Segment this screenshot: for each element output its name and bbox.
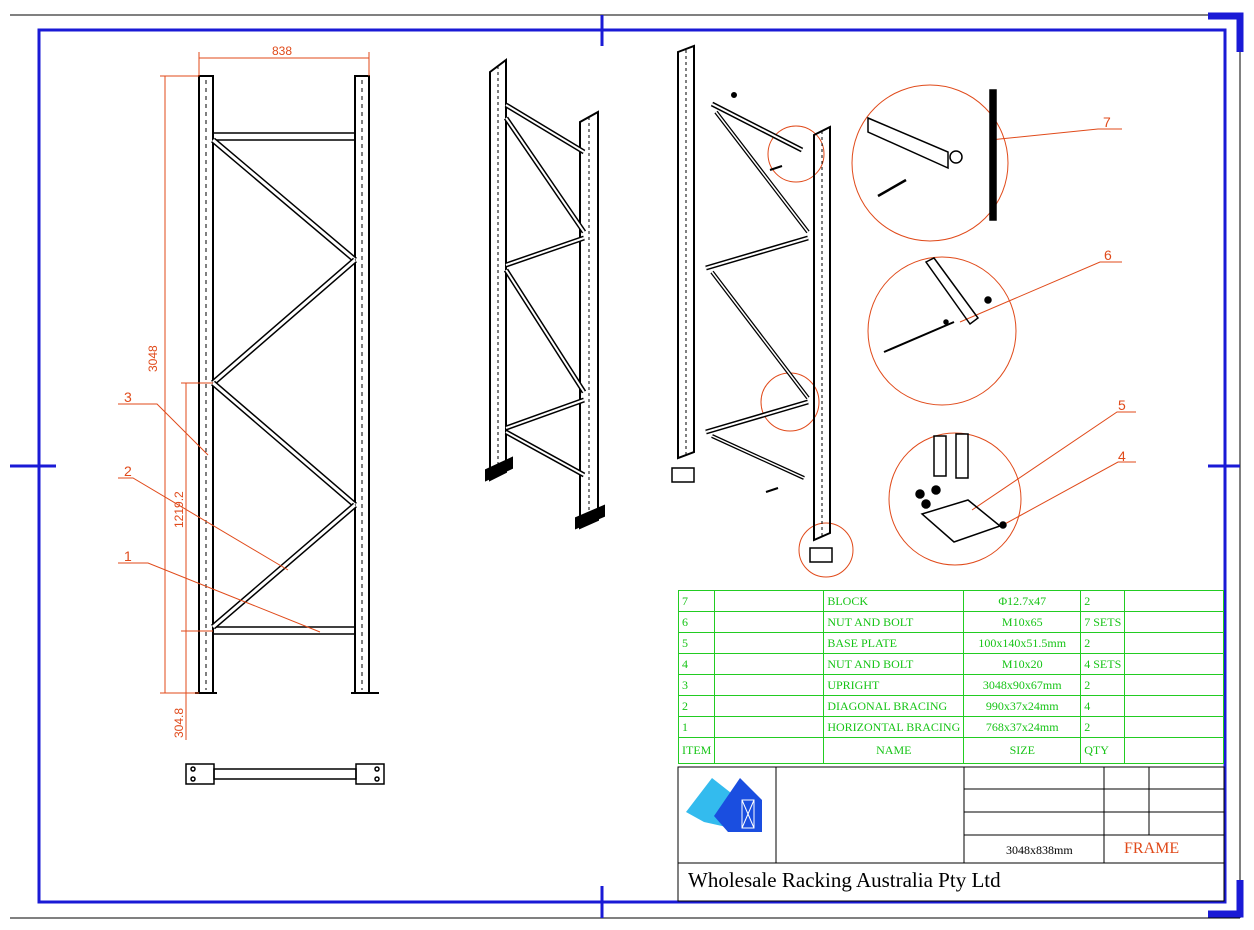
detail-block	[867, 89, 997, 221]
top-view	[185, 763, 385, 785]
company-name: Wholesale Racking Australia Pty Ltd	[688, 868, 1001, 892]
dim-width: 838	[272, 44, 293, 58]
detail-base-plate	[915, 433, 1007, 543]
callout-5: 5	[1118, 397, 1126, 413]
callout-7: 7	[1103, 114, 1111, 130]
drawing-size: 3048x838mm	[1006, 843, 1073, 857]
dim-bottom-offset: 304.8	[172, 707, 186, 738]
callout-4: 4	[1118, 448, 1126, 464]
callout-3: 3	[124, 389, 132, 405]
dim-beam-spacing: 1219.2	[172, 491, 186, 528]
detail-nut-bolt	[883, 257, 992, 353]
front-elevation-view	[195, 75, 379, 694]
drawing-border	[37, 28, 1227, 904]
callout-6: 6	[1104, 247, 1112, 263]
company-logo	[686, 778, 762, 832]
title-block	[677, 766, 1225, 902]
drawing-title: FRAME	[1124, 840, 1180, 857]
assembled-isometric-view	[485, 58, 605, 530]
dimension-lines	[118, 52, 1136, 740]
callout-2: 2	[124, 463, 132, 479]
callout-1: 1	[124, 548, 132, 564]
exploded-isometric-view	[671, 44, 833, 563]
dim-height: 3048	[146, 345, 160, 372]
